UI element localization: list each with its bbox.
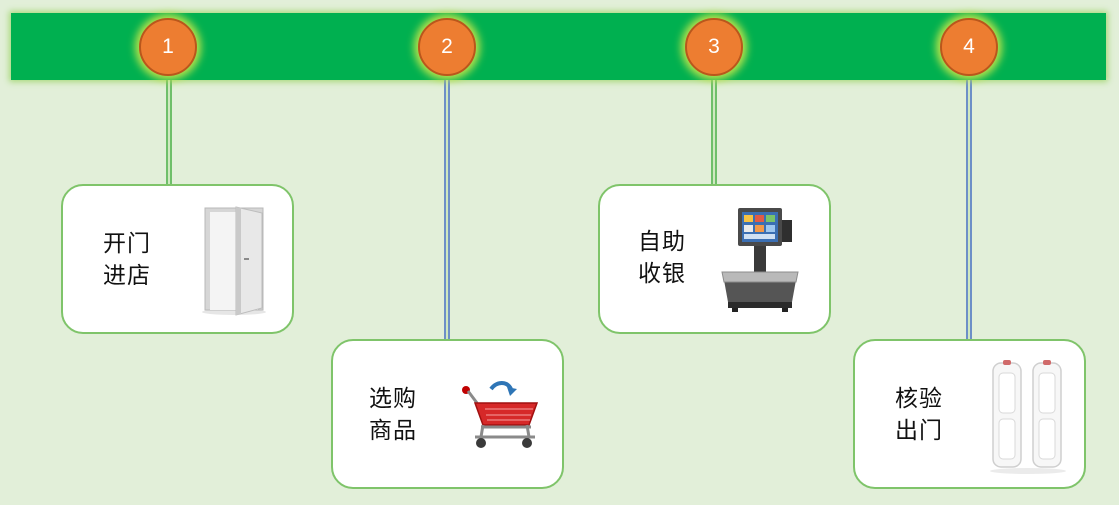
step-badge-4: 4 (940, 18, 998, 76)
step-3-line2: 收银 (638, 261, 686, 287)
step-4-line1: 核验 (895, 386, 943, 412)
step-badge-2: 2 (418, 18, 476, 76)
step-label-2: 选购 商品 (369, 383, 429, 447)
step-label-1: 开门 进店 (103, 228, 163, 292)
step-2-line1: 选购 (369, 386, 417, 412)
shopping-cart-icon (462, 381, 539, 448)
step-card-3: 自助 收银 (598, 184, 831, 334)
step-4-line2: 出门 (895, 418, 943, 444)
step-card-2: 选购 商品 (331, 339, 564, 489)
step-3-line1: 自助 (638, 229, 686, 255)
step-card-4: 核验 出门 (853, 339, 1086, 489)
step-card-1: 开门 进店 (61, 184, 294, 334)
step-2-line2: 商品 (369, 418, 417, 444)
step-badge-3: 3 (685, 18, 743, 76)
cash-register-scale-icon (721, 208, 799, 312)
door-icon (202, 206, 266, 316)
connector-step-2 (444, 80, 450, 341)
connector-step-1 (166, 80, 172, 186)
step-badge-1: 1 (139, 18, 197, 76)
step-1-line1: 开门 (103, 231, 151, 257)
step-label-3: 自助 收银 (638, 226, 698, 290)
security-gate-icon (990, 360, 1066, 474)
step-1-line2: 进店 (103, 263, 151, 289)
connector-step-4 (966, 80, 972, 341)
connector-step-3 (711, 80, 717, 186)
step-label-4: 核验 出门 (895, 383, 955, 447)
